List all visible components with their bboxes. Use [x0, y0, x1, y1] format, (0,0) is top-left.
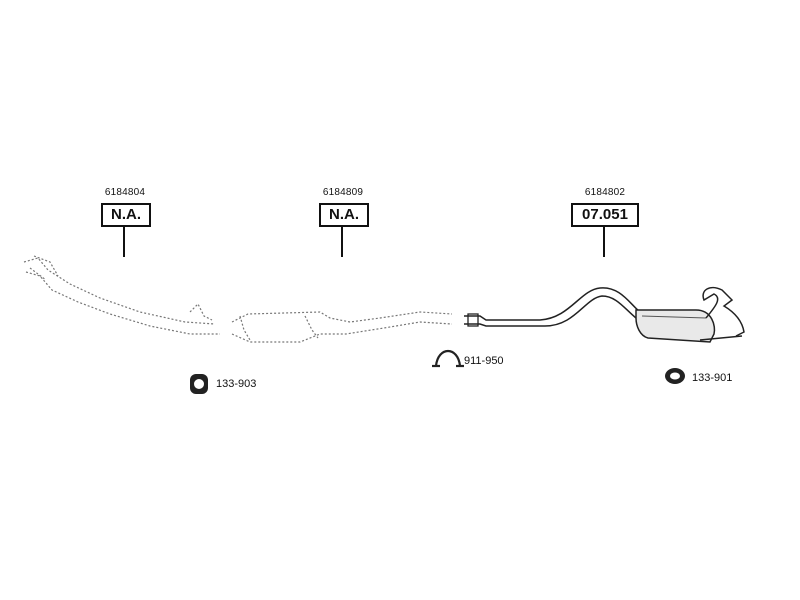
code-box-front[interactable]: N.A. — [101, 203, 151, 227]
code-box-middle[interactable]: N.A. — [319, 203, 369, 227]
part-number-front: 6184804 — [104, 187, 146, 198]
code-box-rear[interactable]: 07.051 — [571, 203, 639, 227]
accessory-label-clamp: 911-950 — [464, 355, 504, 367]
front-pipe-outline — [23, 255, 220, 335]
pipe-clamp-icon[interactable] — [432, 349, 464, 368]
part-number-rear: 6184802 — [584, 187, 626, 198]
rear-muffler-section — [464, 286, 745, 343]
rubber-ring-icon[interactable] — [665, 368, 685, 384]
accessory-label-mount: 133-903 — [216, 378, 257, 390]
rubber-mount-icon[interactable] — [190, 374, 208, 394]
part-number-middle: 6184809 — [322, 187, 364, 198]
middle-pipe-outline — [231, 311, 453, 343]
leader-line-front — [123, 227, 125, 257]
leader-line-middle — [341, 227, 343, 257]
leader-line-rear — [603, 227, 605, 257]
accessory-label-ring: 133-901 — [692, 372, 733, 384]
